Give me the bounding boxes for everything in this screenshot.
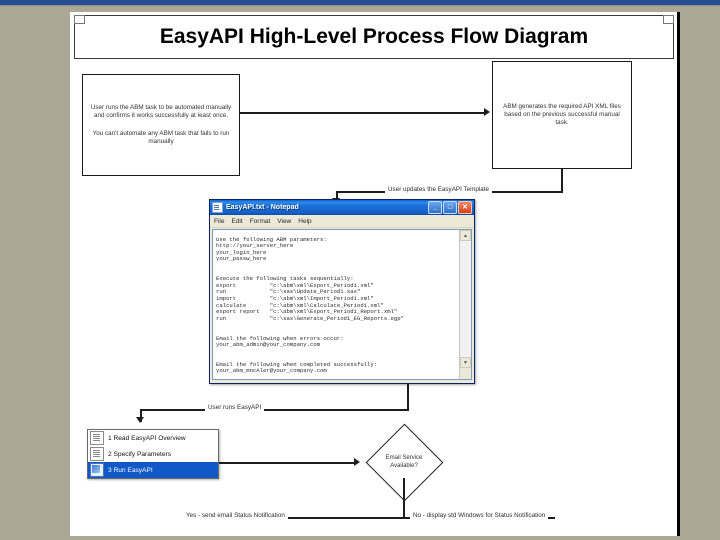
placeholder-handle-top-left[interactable] [74,15,85,24]
connector-easyapi-down [140,409,142,422]
notepad-window[interactable]: EasyAPI.txt - Notepad _ □ ✕ File Edit Fo… [209,199,475,384]
page-title: EasyAPI High-Level Process Flow Diagram [159,25,589,48]
connector-decision-down [403,478,405,518]
manual-task-line-2: You can't automate any ABM task that fai… [92,129,230,145]
menu-format[interactable]: Format [249,217,271,225]
connector-abm-down-stub [561,169,563,192]
decision-label-line-1: Email Service [385,454,423,461]
abm-generates-text: ABM generates the required API XML files… [503,102,621,127]
maximize-button[interactable]: □ [443,201,457,214]
run-application-icon [90,463,104,477]
easyapi-context-menu[interactable]: 1 Read EasyAPI Overview 2 Specify Parame… [87,429,219,479]
word-document-icon [90,431,104,445]
close-button[interactable]: ✕ [458,201,472,214]
connector-menu-to-decision-arrowhead [354,458,360,466]
connector-notepad-down-stub [407,384,409,410]
connector-bottom-horizontal [255,517,555,519]
notepad-menubar: File Edit Format View Help [210,215,474,228]
notepad-scrollbar[interactable]: ▲ ▼ [459,230,471,379]
connector-easyapi-horizontal [140,409,409,411]
manual-task-line-1: User runs the ABM task to be automated m… [90,103,232,120]
menu-item-read-overview-label: 1 Read EasyAPI Overview [108,434,186,442]
window-top-strip [0,0,720,5]
menu-file[interactable]: File [214,217,225,225]
menu-item-specify-parameters[interactable]: 2 Specify Parameters [88,446,218,462]
connector-label-runs-easyapi: User runs EasyAPI [205,404,265,411]
connector-label-yes-branch: Yes - send email Status Notification [183,512,288,519]
notepad-titlebar[interactable]: EasyAPI.txt - Notepad _ □ ✕ [210,200,474,215]
scroll-down-arrow-icon[interactable]: ▼ [460,357,471,368]
decision-label-line-2: Available? [390,463,418,469]
notepad-text-area[interactable]: Use the following ABM parameters: http:/… [212,229,472,380]
menu-item-read-overview[interactable]: 1 Read EasyAPI Overview [88,430,218,446]
menu-edit[interactable]: Edit [231,217,243,225]
decision-email-service[interactable]: Email Service Available? [356,423,452,501]
minimize-button[interactable]: _ [428,201,442,214]
placeholder-handle-top-right[interactable] [663,15,674,24]
menu-view[interactable]: View [277,217,292,225]
scroll-up-arrow-icon[interactable]: ▲ [460,230,471,241]
notepad-title-text: EasyAPI.txt - Notepad [226,204,299,211]
scrollbar-corner [460,368,471,379]
connector-label-no-branch: No - display std Windows for Status Noti… [410,512,549,519]
notepad-document-icon [212,202,223,213]
notepad-content: Use the following ABM parameters: http:/… [216,235,404,375]
menu-help[interactable]: Help [298,217,312,225]
connector-label-update-template: User updates the EasyAPI Template [385,186,493,193]
notepad-window-buttons: _ □ ✕ [428,201,472,214]
menu-item-run-easyapi[interactable]: 3 Run EasyAPI [88,462,218,478]
menu-item-specify-parameters-label: 2 Specify Parameters [108,450,172,458]
menu-item-run-easyapi-label: 3 Run EasyAPI [108,466,153,474]
process-box-abm-generates[interactable]: ABM generates the required API XML files… [492,61,632,169]
connector-manual-to-abm-arrowhead [484,108,490,116]
slide-title-placeholder[interactable]: EasyAPI High-Level Process Flow Diagram [74,15,674,59]
process-box-manual-task[interactable]: User runs the ABM task to be automated m… [82,74,240,176]
slide-page: EasyAPI High-Level Process Flow Diagram … [70,12,680,536]
window-top-strip-edge [0,5,720,6]
connector-easyapi-arrowhead [136,417,144,423]
text-document-icon [90,447,104,461]
connector-manual-to-abm [240,112,484,114]
connector-menu-to-decision [219,462,356,464]
